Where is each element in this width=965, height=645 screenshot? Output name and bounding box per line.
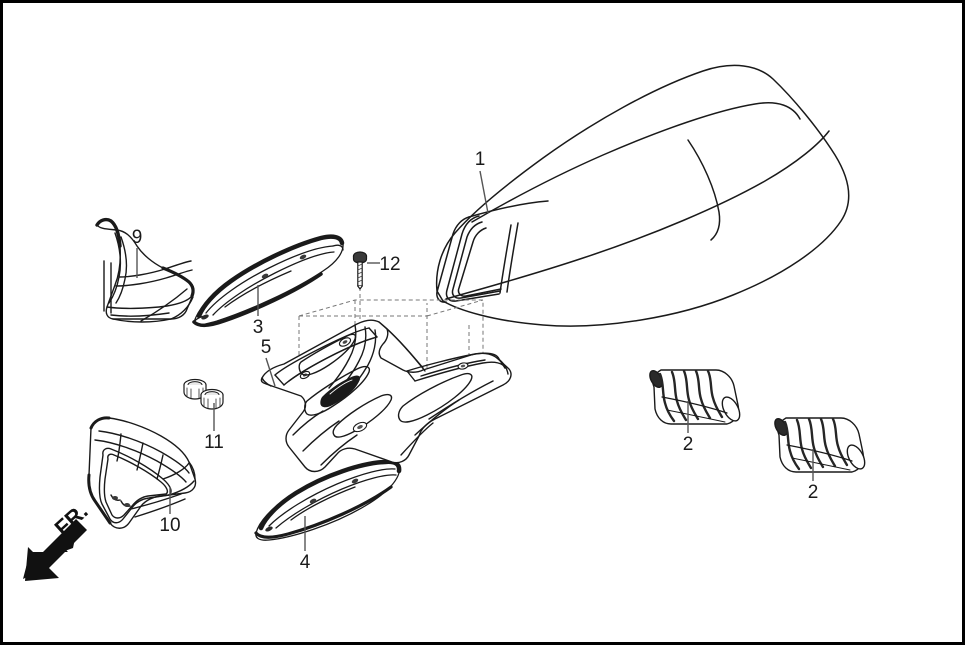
callout-label-2b: 2 bbox=[808, 482, 819, 503]
part-floorboard-panel[interactable] bbox=[260, 319, 512, 473]
orientation-marker: FR. bbox=[23, 498, 93, 581]
callout-label-11: 11 bbox=[204, 432, 224, 453]
callout-10: 10 bbox=[159, 487, 181, 536]
part-grommet-pair[interactable] bbox=[183, 378, 224, 410]
front-direction-label: FR. bbox=[50, 498, 93, 540]
part-side-cover-upper[interactable] bbox=[95, 217, 195, 323]
callout-5: 5 bbox=[261, 337, 276, 387]
callout-label-1: 1 bbox=[475, 149, 486, 170]
callout-4: 4 bbox=[300, 516, 311, 573]
callout-12: 12 bbox=[367, 254, 401, 275]
callout-label-2a: 2 bbox=[683, 434, 694, 455]
part-upper-trim-strip[interactable] bbox=[192, 234, 345, 327]
callout-label-10: 10 bbox=[159, 515, 180, 536]
callout-2b: 2 bbox=[808, 449, 819, 503]
callout-label-3: 3 bbox=[253, 317, 264, 338]
callout-label-9: 9 bbox=[132, 227, 143, 248]
callout-label-4: 4 bbox=[300, 552, 311, 573]
part-footpeg-rubber-right[interactable] bbox=[772, 417, 868, 473]
part-lower-trim-strip[interactable] bbox=[254, 459, 402, 541]
callout-9: 9 bbox=[132, 227, 143, 278]
part-footpeg-rubber-left[interactable] bbox=[647, 369, 743, 425]
part-side-cover-lower[interactable] bbox=[87, 416, 197, 529]
part-seat-assembly[interactable] bbox=[435, 64, 850, 327]
callout-2a: 2 bbox=[683, 401, 694, 455]
part-mounting-screw[interactable] bbox=[352, 251, 368, 290]
callout-label-5: 5 bbox=[261, 337, 272, 358]
callout-11: 11 bbox=[204, 403, 224, 453]
grommet-rear bbox=[183, 378, 207, 400]
parts-diagram-canvas: 1 2 bbox=[23, 64, 868, 581]
callout-label-12: 12 bbox=[379, 254, 400, 275]
callout-1: 1 bbox=[475, 149, 489, 214]
grommet-front bbox=[200, 388, 224, 410]
callout-3: 3 bbox=[253, 285, 264, 338]
